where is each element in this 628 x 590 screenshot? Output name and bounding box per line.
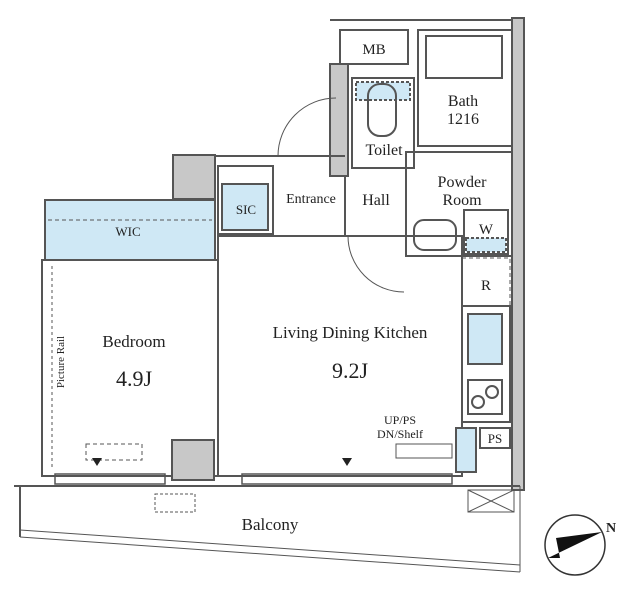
wall-column [172, 154, 216, 200]
label-ldk-size: 9.2J [332, 358, 369, 383]
compass-label: N [606, 521, 616, 536]
kitchen-counter [461, 305, 511, 423]
label-up-ps: UP/PS [384, 413, 416, 427]
balcony-rail [19, 536, 521, 573]
bedroom-marker [92, 458, 102, 466]
outer-wall-right [511, 17, 525, 491]
label-wic: WIC [115, 224, 140, 239]
label-bath-size: 1216 [447, 111, 479, 128]
label-powder: Powder [438, 174, 488, 191]
entrance-door [277, 97, 337, 157]
north-arrow-icon [548, 532, 602, 558]
compass-circle [544, 514, 606, 576]
sic-shelf [221, 183, 269, 231]
label-sic: SIC [236, 202, 256, 217]
ldk-area [217, 235, 463, 477]
shelf [455, 427, 477, 473]
mb-closet [339, 29, 409, 65]
label-ldk: Living Dining Kitchen [273, 323, 428, 342]
burner [471, 395, 485, 409]
washer-pan [465, 237, 507, 253]
window-sash [241, 473, 453, 485]
label-balcony: Balcony [242, 515, 299, 534]
wall-column [171, 439, 215, 481]
compass: N [544, 514, 616, 576]
burner [485, 385, 499, 399]
toilet-room [351, 77, 415, 169]
bath-room [417, 29, 513, 147]
label-washer: W [479, 222, 494, 238]
wall-column [329, 63, 349, 177]
hall-door [347, 235, 405, 293]
evacuation-hatch [154, 493, 196, 513]
label-hall: Hall [362, 192, 390, 209]
wic-closet [44, 199, 216, 261]
toilet-bowl [367, 83, 397, 137]
outdoor-unit-x [467, 489, 515, 513]
label-entrance: Entrance [286, 192, 336, 207]
washer-space [463, 209, 509, 255]
powder-room [405, 151, 513, 257]
window-sash [54, 473, 166, 485]
label-room: Room [442, 192, 482, 209]
label-bedroom-size: 4.9J [116, 366, 153, 391]
bedroom-aircon [85, 443, 143, 461]
label-mb: MB [362, 42, 385, 58]
label-picture-rail: Picture Rail [55, 336, 67, 388]
label-refrigerator: R [481, 278, 491, 294]
outdoor-unit [467, 489, 515, 513]
kitchen-sink [467, 313, 503, 365]
bathtub [425, 35, 503, 79]
entrance-marker [342, 458, 352, 466]
label-toilet: Toilet [365, 142, 403, 159]
label-dn-shelf: DN/Shelf [377, 427, 423, 441]
balcony-rail [19, 529, 521, 566]
stove [467, 379, 503, 415]
label-bedroom: Bedroom [102, 332, 165, 351]
ps-box [479, 427, 511, 449]
sic-closet [217, 165, 274, 235]
label-ps: PS [488, 431, 502, 446]
shelf-stair [395, 443, 453, 459]
label-bath: Bath [448, 93, 478, 110]
